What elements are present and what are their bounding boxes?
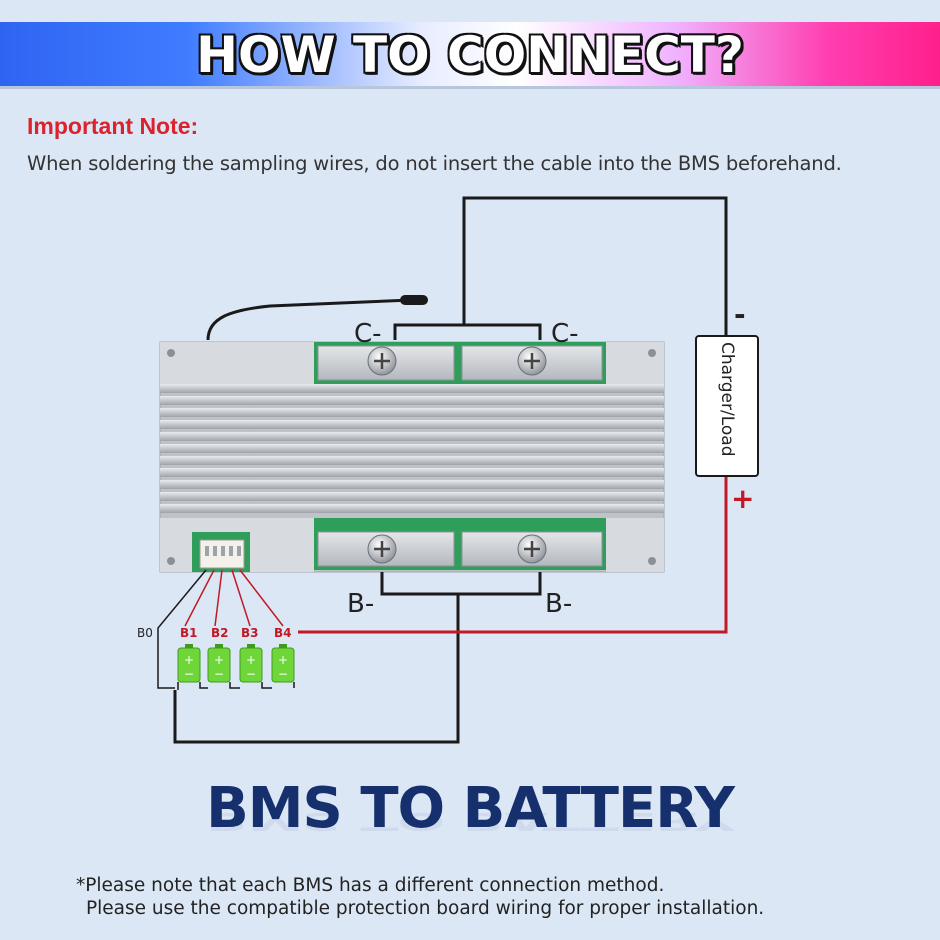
c-minus-label-left: C- — [354, 319, 382, 349]
svg-text:+: + — [214, 653, 224, 667]
mount-hole — [167, 349, 175, 357]
footer-note-line2: Please use the compatible protection boa… — [86, 898, 765, 919]
sense-wire-b1 — [184, 569, 215, 627]
sense-wire-b4 — [239, 569, 284, 627]
c-minus-wire — [393, 196, 728, 340]
c-minus-terminals — [314, 342, 606, 384]
important-note-text: When soldering the sampling wires, do no… — [27, 152, 842, 175]
charger-load-box — [695, 335, 759, 477]
footer-note-line1: *Please note that each BMS has a differe… — [76, 875, 665, 896]
header-title: HOW TO CONNECT? — [196, 26, 744, 84]
charger-load-label: Charger/Load — [717, 342, 737, 457]
sense-label-b0: B0 — [137, 626, 153, 640]
header-banner: HOW TO CONNECT? — [0, 22, 940, 89]
main-title: BMS TO BATTERY — [206, 776, 735, 841]
sampling-wires — [157, 569, 284, 689]
svg-text:−: − — [214, 667, 224, 681]
heatsink-fins — [160, 384, 664, 513]
battery-cells: + − + − + − + − — [177, 644, 295, 690]
sense-wire-b2 — [214, 569, 223, 627]
svg-text:+: + — [278, 653, 288, 667]
plus-sign-label: + — [731, 482, 754, 515]
svg-text:+: + — [246, 653, 256, 667]
positive-wire — [298, 476, 728, 634]
sense-label-b3: B3 — [241, 626, 259, 640]
thermistor-probe — [400, 295, 428, 305]
b-minus-wire — [173, 572, 542, 744]
important-note-title: Important Note: — [27, 113, 199, 139]
sense-label-b1: B1 — [180, 626, 198, 640]
b-minus-label-right: B- — [545, 589, 572, 619]
b-minus-terminals — [314, 518, 606, 570]
main-title-reflection: BMS TO BATTERY — [206, 806, 734, 836]
svg-text:−: − — [246, 667, 256, 681]
b-minus-label-left: B- — [347, 589, 374, 619]
thermistor-wire — [206, 298, 413, 341]
battery-cell: + − — [177, 644, 201, 683]
mount-hole — [648, 349, 656, 357]
svg-text:−: − — [278, 667, 288, 681]
battery-cell: + − — [207, 644, 231, 683]
sense-wire-b3 — [231, 569, 251, 627]
sense-label-b2: B2 — [211, 626, 229, 640]
balance-connector — [192, 532, 250, 572]
mount-hole — [167, 557, 175, 565]
svg-text:−: − — [184, 667, 194, 681]
svg-text:+: + — [184, 653, 194, 667]
battery-cell: + − — [271, 644, 295, 683]
battery-cell: + − — [239, 644, 263, 683]
c-minus-label-right: C- — [551, 319, 579, 349]
minus-sign-label: - — [734, 298, 746, 331]
sense-wire-b0 — [157, 569, 207, 689]
sense-label-b4: B4 — [274, 626, 292, 640]
mount-hole — [648, 557, 656, 565]
cell-interconnects — [177, 682, 295, 690]
